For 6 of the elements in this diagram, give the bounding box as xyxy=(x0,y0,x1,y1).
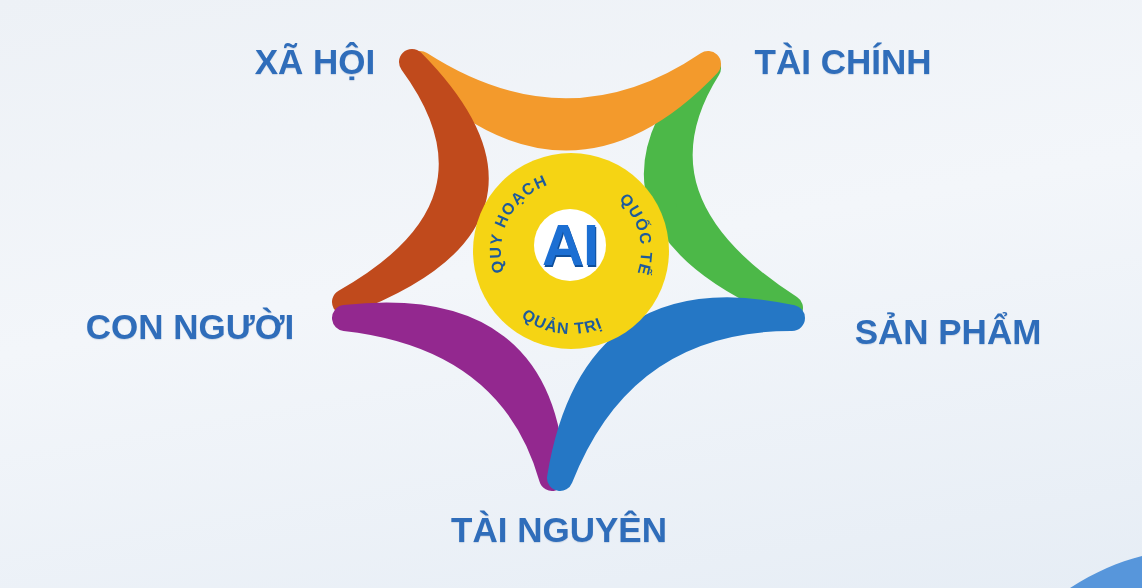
category-label: SẢN PHẨM xyxy=(854,311,1042,353)
curved-text: QUẢN TRỊ xyxy=(519,305,605,338)
category-label: TÀI CHÍNH xyxy=(754,41,932,83)
category-label: TÀI NGUYÊN xyxy=(451,509,667,551)
category-label: CON NGƯỜI xyxy=(85,306,295,348)
category-label: XÃ HỘI xyxy=(254,41,376,83)
